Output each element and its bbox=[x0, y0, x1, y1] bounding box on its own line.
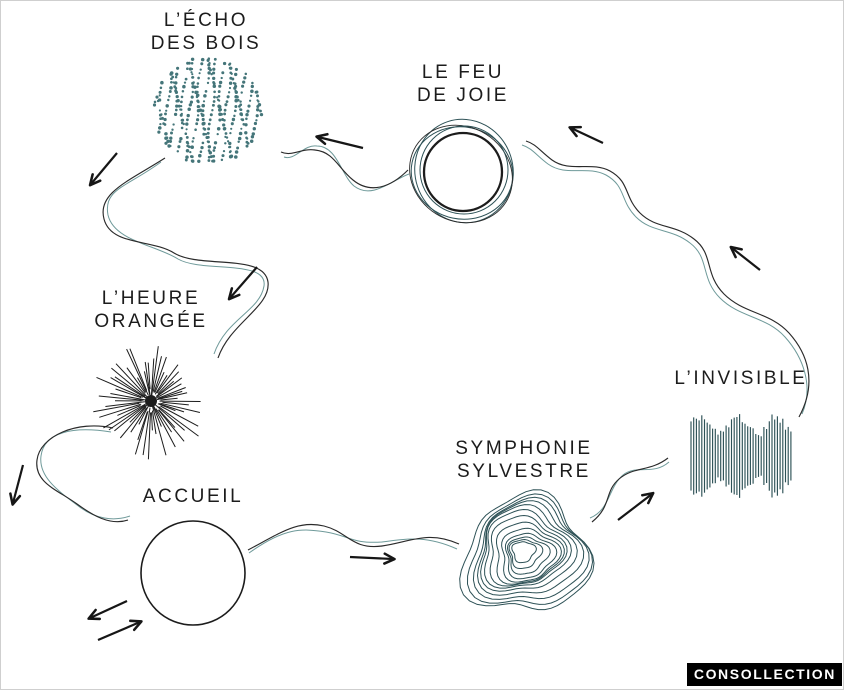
station-label-invisible: L’INVISIBLE bbox=[674, 367, 807, 390]
station-label-line: L’INVISIBLE bbox=[674, 368, 808, 389]
trail-wire-heure-to-accueil bbox=[36, 425, 131, 523]
station-label-line: SYLVESTRE bbox=[457, 461, 591, 482]
station-label-echo-des-bois: L’ÉCHO DES BOIS bbox=[151, 9, 262, 55]
station-label-line: DE JOIE bbox=[416, 85, 510, 106]
station-label-heure-orangee: L’HEURE ORANGÉE bbox=[94, 287, 207, 333]
flow-arrow bbox=[9, 464, 25, 506]
flow-arrows bbox=[9, 125, 761, 642]
station-label-line: SYMPHONIE bbox=[455, 438, 593, 459]
flow-arrow bbox=[97, 619, 143, 642]
overlapping-rings-icon bbox=[409, 118, 514, 224]
circle-outline-icon bbox=[140, 520, 246, 626]
trail-wire-invisible-to-feu bbox=[521, 140, 810, 418]
starburst-icon bbox=[93, 346, 201, 460]
station-label-line: ACCUEIL bbox=[142, 486, 244, 507]
dotted-sphere-icon bbox=[152, 57, 264, 163]
station-label-line: L’ÉCHO bbox=[163, 10, 249, 31]
contour-rings-icon bbox=[459, 489, 595, 611]
flow-arrow bbox=[315, 132, 364, 150]
trail-wire-symphonie-to-invisible bbox=[589, 457, 670, 523]
vertical-stripes-icon bbox=[690, 414, 792, 498]
station-label-accueil: ACCUEIL bbox=[143, 485, 244, 508]
station-label-line: L’HEURE bbox=[101, 288, 201, 309]
flow-arrow bbox=[349, 552, 396, 565]
trail-wire-echo-to-heure bbox=[102, 157, 269, 359]
watermark: CONSOLLECTION bbox=[686, 663, 842, 686]
flow-arrow bbox=[617, 491, 655, 521]
station-label-line: DES BOIS bbox=[150, 33, 262, 54]
station-label-symphonie-sylvestre: SYMPHONIE SYLVESTRE bbox=[455, 437, 592, 483]
station-label-line: ORANGÉE bbox=[94, 311, 208, 332]
station-label-feu-de-joie: LE FEU DE JOIE bbox=[417, 61, 509, 107]
trail-wire-accueil-to-symphonie bbox=[247, 523, 460, 554]
flow-arrow bbox=[729, 245, 761, 271]
flow-arrow bbox=[87, 600, 128, 621]
flow-arrow bbox=[227, 266, 258, 301]
flow-arrow bbox=[568, 125, 604, 144]
flow-arrow bbox=[88, 152, 118, 187]
station-label-line: LE FEU bbox=[421, 62, 505, 83]
trail-wire-feu-to-echo bbox=[280, 145, 410, 192]
